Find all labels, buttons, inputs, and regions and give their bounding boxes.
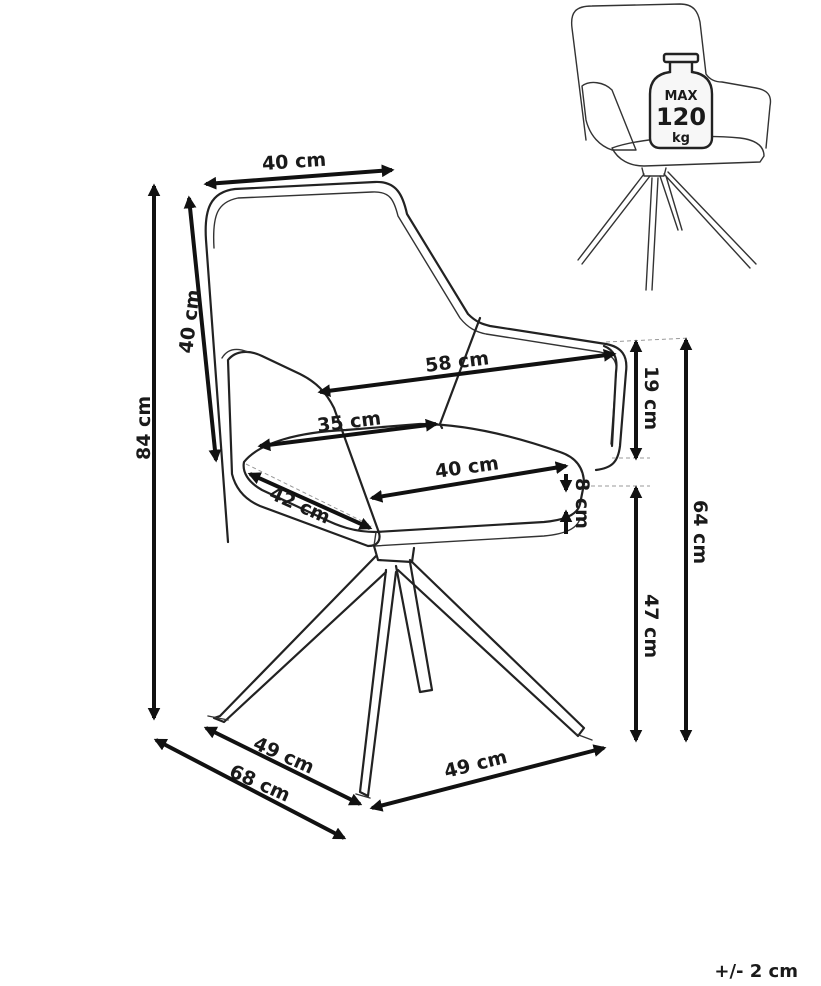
weight-badge-shape: [648, 56, 714, 150]
arrow-armrest-span: [317, 348, 617, 398]
backrest-outline: [204, 180, 628, 544]
left-armrest: [226, 350, 381, 548]
label-seat-height: 47 cm: [640, 594, 662, 658]
leg-front-center: [358, 568, 398, 798]
ref-armrest-top: [605, 337, 691, 343]
dimension-arrows: [147, 164, 693, 840]
label-backrest-width: 40 cm: [261, 149, 327, 175]
arrow-seat-width: [369, 461, 569, 503]
arrow-armrest-depth: [257, 418, 439, 452]
label-seat-thickness: 8 cm: [571, 478, 593, 529]
arrow-backrest-width: [203, 164, 395, 190]
left-armrest-seam: [221, 348, 249, 359]
weight-badge-max: MAX: [664, 89, 697, 104]
label-base-width: 49 cm: [442, 746, 510, 783]
weight-badge-cap: [662, 52, 700, 64]
arrow-seat-depth: [247, 472, 373, 530]
label-armrest-height: 64 cm: [689, 500, 711, 564]
thumbnail-chair: MAX 120 kg: [570, 3, 772, 291]
backrest-inner: [212, 191, 618, 445]
chair-drawing: [204, 180, 628, 799]
label-backrest-height: 40 cm: [175, 288, 205, 354]
base-hub: [372, 544, 416, 564]
leg-front-right: [396, 558, 586, 738]
arrow-total-depth: [153, 738, 347, 840]
label-armrest-above-seat: 19 cm: [640, 366, 662, 430]
tolerance-note: +/- 2 cm: [714, 961, 798, 982]
dimension-labels: 40 cm 40 cm 84 cm 58 cm 35 cm 40 cm 42 c…: [133, 149, 711, 807]
thumb-arm-left: [581, 81, 637, 151]
weight-badge-unit: kg: [672, 131, 690, 146]
thumb-base: [641, 167, 667, 177]
leg-back-center: [394, 560, 434, 694]
thumb-legs: [577, 171, 757, 291]
arrow-backrest-height: [183, 195, 222, 463]
thumb-backrest: [570, 3, 772, 149]
arrow-base-width: [369, 744, 607, 812]
weight-badge-value: 120: [656, 103, 706, 131]
label-total-height: 84 cm: [133, 396, 155, 460]
leg-front-left: [212, 554, 388, 724]
